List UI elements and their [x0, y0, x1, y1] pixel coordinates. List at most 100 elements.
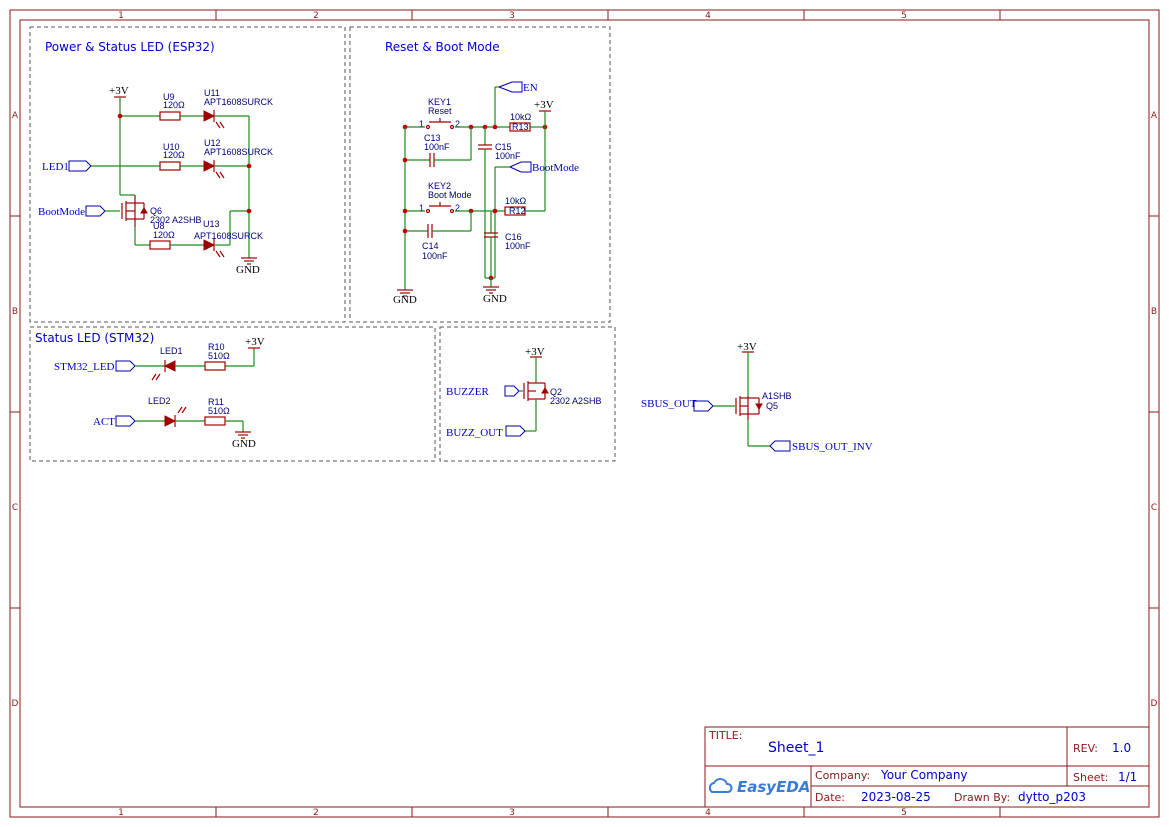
- q6-value: 2302 A2SHB: [150, 215, 202, 225]
- c15-ref: C15: [495, 142, 512, 152]
- zone-dividers: [10, 10, 1159, 817]
- net-flag-sbus-out-inv: [769, 440, 791, 452]
- tb-rev: 1.0: [1112, 741, 1131, 755]
- col-label-1: 1: [118, 11, 124, 21]
- row-label-d: D: [12, 699, 19, 709]
- col-label-4: 4: [705, 11, 711, 21]
- net-label-stm32-led: STM32_LED: [54, 361, 115, 373]
- net-label-buzz-out: BUZZ_OUT: [446, 427, 503, 439]
- col-label-3-bottom: 3: [509, 808, 515, 818]
- net-flag-en: [497, 81, 523, 93]
- tb-sheet-label: Sheet:: [1073, 771, 1109, 784]
- tb-drawn-label: Drawn By:: [954, 791, 1010, 804]
- power-3v-esp32: +3V: [109, 85, 129, 97]
- tb-company-label: Company:: [815, 769, 870, 782]
- row-label-c: C: [12, 503, 18, 513]
- section-title-reset: Reset & Boot Mode: [385, 40, 500, 54]
- key1-pin1: 1: [419, 119, 424, 129]
- r12-ref: R12: [509, 206, 526, 216]
- key2-pin2: 2: [455, 203, 460, 213]
- gnd-esp32: GND: [236, 264, 260, 276]
- row-label-d-right: D: [1151, 699, 1158, 709]
- tb-rev-label: REV:: [1073, 742, 1098, 755]
- u10-ref: U10: [163, 142, 180, 152]
- buzzer-circuit: +3V BUZZER Q2 2302 A2SHB BUZZ_OUT: [446, 346, 602, 439]
- key2-ref: KEY2: [428, 181, 451, 191]
- outer-border: [9, 9, 1160, 818]
- row-label-a: A: [12, 111, 19, 121]
- section-title-stm32: Status LED (STM32): [35, 331, 154, 345]
- power-3v-reset: +3V: [534, 99, 554, 111]
- power-3v-sbus: +3V: [737, 341, 757, 353]
- title-block: TITLE: Sheet_1 REV: 1.0 Company: Your Co…: [704, 726, 1150, 808]
- r10-ref: R10: [208, 342, 225, 352]
- power-3v-buzzer: +3V: [525, 346, 545, 358]
- net-label-bootmode-esp32: BootMode: [38, 206, 85, 218]
- u8-ref: U8: [153, 221, 165, 231]
- r13-ref: R13: [512, 122, 529, 132]
- led-led2: [164, 415, 177, 427]
- led-led1: [163, 360, 176, 372]
- reset-circuit: EN KEY1 Reset 1 2 C13 100nF C15 100: [393, 81, 579, 306]
- net-flag-sbus-out: [693, 400, 714, 412]
- col-label-3: 3: [509, 11, 515, 21]
- net-label-en: EN: [523, 82, 538, 94]
- tb-title: Sheet_1: [768, 740, 824, 756]
- c14-ref: C14: [422, 241, 439, 251]
- c16-ref: C16: [505, 232, 522, 242]
- r12-value: 10kΩ: [505, 196, 527, 206]
- esp32-circuit: +3V U9 120Ω U11 APT1608SURCK LED1 U10 12…: [38, 85, 273, 276]
- key1-ref: KEY1: [428, 97, 451, 107]
- r10-value: 510Ω: [208, 351, 230, 361]
- net-flag-bootmode-reset: [508, 161, 532, 173]
- row-label-c-right: C: [1151, 503, 1157, 513]
- net-label-led1: LED1: [42, 161, 69, 173]
- led2-ref: LED2: [148, 396, 171, 406]
- mosfet-q2: [523, 381, 549, 401]
- col-label-5: 5: [901, 11, 907, 21]
- u9-ref: U9: [163, 92, 175, 102]
- key2-value: Boot Mode: [428, 190, 472, 200]
- q2-value: 2302 A2SHB: [550, 396, 602, 406]
- section-reset-box: [349, 26, 611, 323]
- inner-border: [19, 19, 1150, 808]
- row-label-a-right: A: [1151, 111, 1158, 121]
- key2-pin1: 1: [419, 203, 424, 213]
- net-flag-buzzer: [504, 385, 520, 397]
- mosfet-q5: [735, 396, 763, 420]
- net-label-sbus-out: SBUS_OUT: [641, 398, 697, 410]
- resistor-r11: [204, 416, 226, 426]
- section-title-esp32: Power & Status LED (ESP32): [45, 40, 215, 54]
- net-label-bootmode-reset: BootMode: [532, 162, 579, 174]
- tb-title-label: TITLE:: [708, 729, 742, 742]
- gnd-reset-right: GND: [483, 293, 507, 305]
- power-3v-stm32: +3V: [245, 336, 265, 348]
- u13-ref: U13: [203, 219, 220, 229]
- col-label-1-bottom: 1: [118, 808, 124, 818]
- key1-pin2: 2: [455, 119, 460, 129]
- u12-ref: U12: [204, 138, 221, 148]
- q2-ref: Q2: [550, 387, 562, 397]
- col-label-2: 2: [313, 11, 319, 21]
- u10-value: 120Ω: [163, 150, 185, 160]
- net-flag-buzz-out: [505, 425, 526, 437]
- section-buzzer-box: [439, 326, 616, 462]
- tb-drawn-by: dytto_p203: [1018, 790, 1086, 804]
- net-flag-led1: [68, 160, 92, 172]
- mosfet-q6: [121, 195, 148, 227]
- c13-value: 100nF: [424, 142, 450, 152]
- led-u11: [203, 110, 216, 122]
- c16-value: 100nF: [505, 241, 531, 251]
- resistor-r10: [204, 361, 226, 371]
- r13-value: 10kΩ: [510, 112, 532, 122]
- led-u12: [203, 160, 216, 172]
- row-label-b: B: [12, 307, 18, 317]
- u11-ref: U11: [204, 88, 220, 98]
- c15-value: 100nF: [495, 151, 521, 161]
- easyeda-logo: EasyEDA: [737, 778, 810, 796]
- col-label-4-bottom: 4: [705, 808, 711, 818]
- key1-value: Reset: [428, 106, 452, 116]
- u9-value: 120Ω: [163, 100, 185, 110]
- net-flag-bootmode-esp32: [85, 205, 106, 217]
- resistor-u10: [159, 161, 181, 171]
